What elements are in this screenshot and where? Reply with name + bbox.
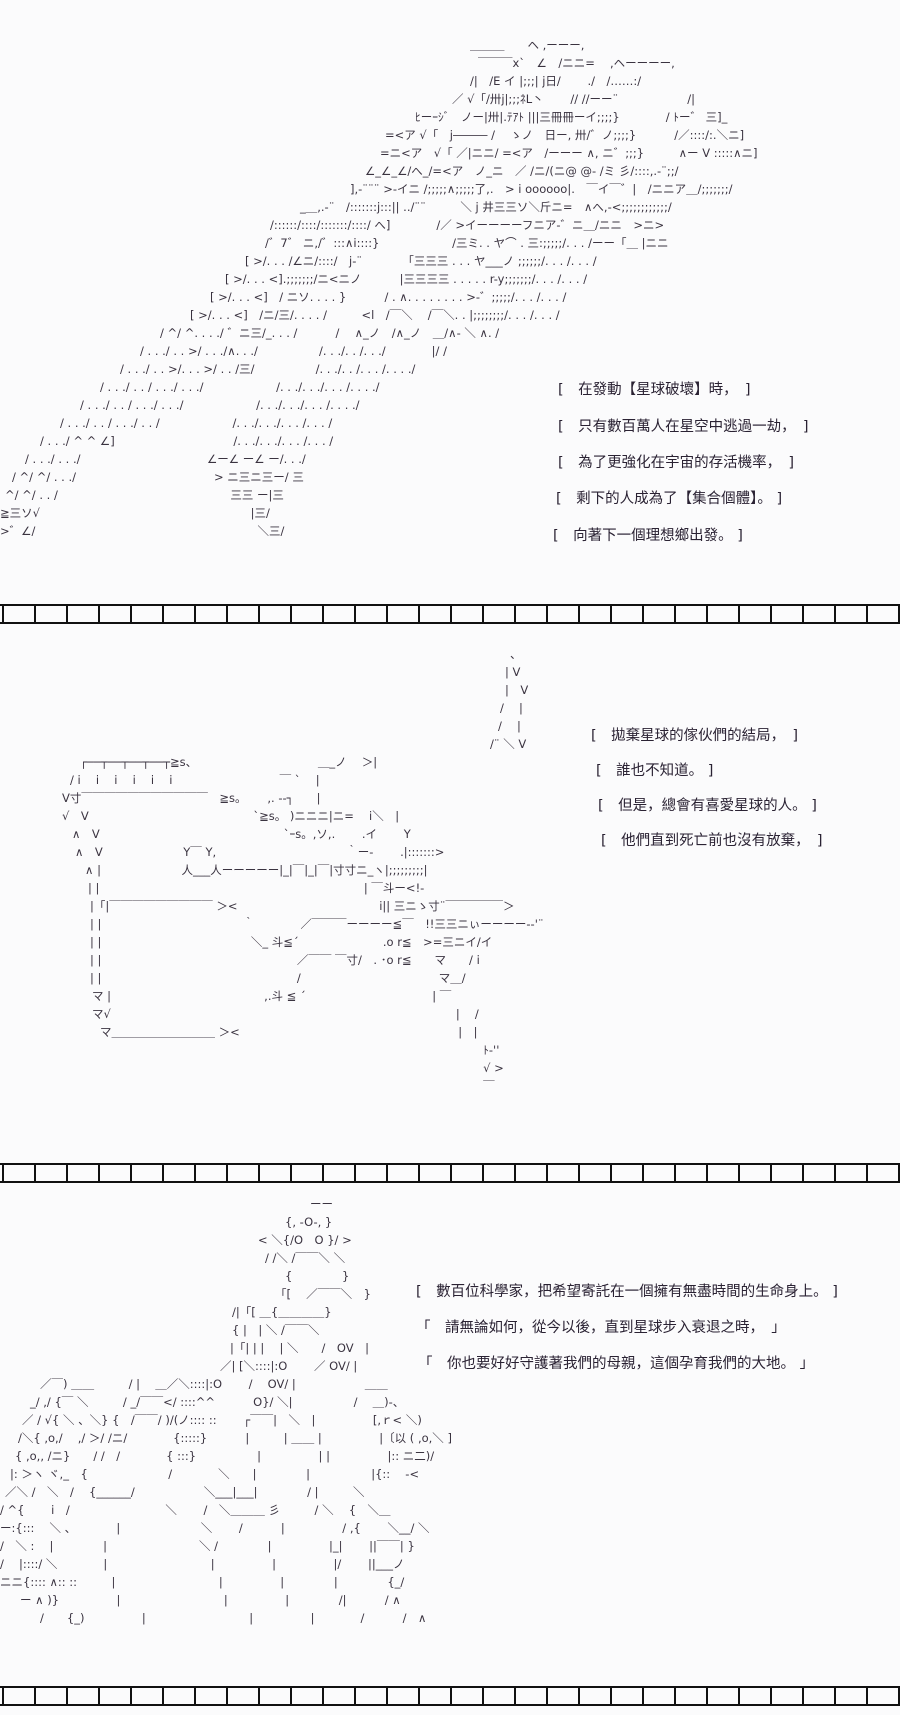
ascii-art-line: |「|￣￣￣￣￣￣￣￣￣ ＞< i|| 三ニゝ寸¨￣￣￣￣￣＞ [90,899,515,913]
ascii-art-line: ﾋーｰｼﾞ ノー|卅|.ﾃｱﾄ |||三冊冊ーイ;;;;} / ﾄー゛ 三]_ [415,110,728,124]
ascii-art-line: /| /E イ |;;;| j日/ ./ /……:/ [470,74,642,88]
caption-line: [ 拋棄星球的傢伙們的結局， ] [591,728,799,744]
ascii-art-line: / ^/ ^/ . . ./ > ニ三ニ三ー/ 三 [12,470,304,484]
ascii-art-line: ／￣) ＿＿ / | ＿／＼::::|:O / OV/ | ＿＿ [40,1377,388,1391]
ascii-art-line: / . . ./ . . / . . ./ . . / /. . ./. . .… [60,416,333,430]
ascii-art-line: / . . ./ . . >/. . . >/ . . /三/ /. . ./.… [120,362,416,376]
ascii-art-line: { | | ＼ /￣￣＼ [232,1323,320,1337]
panel-2: 、 | V | V / | / | /¨ ＼ V ┌──┬──┬──┬──┬≧s、 ＿_ノ … [0,625,900,1165]
ascii-art-line: マ√ | / [92,1007,479,1021]
ascii-art-line: / . . ./ . . / . . ./ . . ./ /. . ./. . … [100,380,380,394]
ascii-art-line: |「| | | | ＼ / OV | [230,1341,369,1355]
ascii-art-line: ┌──┬──┬──┬──┬≧s、 ＿_ノ ＞| [80,755,378,769]
caption-line: [ 向著下一個理想鄉出發。 ] [553,528,743,544]
ascii-art-line: | | ｀ ／￣￣￣ーーーー≦￣ !!三三ニぃーーーー‐‐'¨ [90,917,544,931]
ascii-art-line: /|「[ ＿{＿＿＿＿} [232,1305,332,1319]
ascii-art-line: / . . ./ ^ ^ ∠] /. . ./. . ./. . . /. . … [40,434,334,448]
ascii-art-line: / . . ./ . . ./ ∠ー∠ ー∠ ー/. . ./ [25,452,306,466]
caption-line: [ 數百位科學家，把希望寄託在一個擁有無盡時間的生命身上。 ] [416,1284,838,1300]
ascii-art-line: /¨ ＼ V [490,737,527,751]
ascii-art-line: { } [285,1269,350,1283]
ascii-art-line: ニニ{:::: ∧:: :: | | | | {_/ [0,1575,405,1589]
ascii-art-line: | | ＼_ 斗≦´ .o r≦ >=三ニイ/イ [90,935,493,949]
caption-line: [ 剩下的人成為了【集合個體】。 ] [556,491,783,507]
ascii-art-line: / . . ./ . . / . . ./ . . ./ /. . ./. . … [80,398,360,412]
ascii-art-line: ／ √「/卅j|;;;ﾈL丶 // //ーー¨ /| [452,92,696,106]
ascii-art-line: /＼{ ,o,/ ,/ ＞/ /ニ/ {:::::} | | ＿＿ | |〔以 … [18,1431,452,1445]
ascii-art-line: 「[ ／￣￣＼ } [275,1287,371,1301]
caption-line: 「 請無論如何，從今以後，直到星球步入衰退之時， 」 [416,1320,786,1336]
ascii-art-line: / /＼ /￣￣＼ ＼ [265,1251,346,1265]
ascii-art-line: >゛∠/ ＼三/ [0,524,285,538]
ascii-art-line: | | | ￣斗ー<!- [88,881,425,895]
ascii-art-line: ／ / √{ ＼ 、＼} { /￣￣/ )/(ノ:::: :: ┌￣￣| ＼ |… [22,1413,422,1427]
ascii-art-line: < ＼{/O O }/ > [258,1233,352,1247]
ascii-art-line: [ >/. . . <] / ニソ. . . . } / . ∧. . . . … [210,290,567,304]
ascii-art-line: √ V `≧s。 )ニニニ|ニ= i＼ | [62,809,400,823]
caption-line: [ 只有數百萬人在星空中逃過一劫， ] [558,419,809,435]
panel-divider [0,604,900,624]
ascii-art-line: |: ＞ヽ ヾ,_ { / ＼ | | |{:: -< [10,1467,420,1481]
ascii-art-line: 、 [510,647,522,661]
ascii-art-line: =<ア √「 j――― / ゝノ 日ー, 卅/゛ノ;;;;} /／::::/:.… [385,128,745,142]
ascii-art-line: マ＿＿＿＿＿＿＿＿＿ ＞< | | [100,1025,478,1039]
ascii-art-line: ≧三ソ√ |三/ [0,506,270,520]
caption-line: [ 為了更強化在宇宙的存活機率， ] [558,455,795,471]
ascii-art-line: [ >/. . . <].;;;;;;;/ニ<ニノ |三三三三 . . . . … [225,272,588,286]
ascii-art-line: =ニ<ア √「 ／|ニニ/ =<ア /ーーー ∧, ニ゛;;;} ∧ー V ::… [380,146,758,160]
ascii-art-line: / ^{ i / ＼ / ＼＿＿＿ 彡 / ＼ { ＼＿ [0,1503,391,1517]
ascii-art-line: / ＼ : | | ＼ / | |_| ||￣￣| } [0,1539,415,1553]
ascii-art-line: / | [498,719,521,733]
ascii-art-line: ／| [＼::::|:O ／ OV/ | [220,1359,358,1373]
caption-line: [ 誰也不知道。 ] [596,763,714,779]
ascii-art-line: {, -O-, } [285,1215,333,1229]
ascii-art-line: ー ∧ )} | | | /| / ∧ [20,1593,401,1607]
ascii-art-line: / i i i i i i ￣ ` | [70,773,320,787]
ascii-art-line: ￣ [100,1079,495,1093]
ascii-art-line: ￣￣￣x` ∠ /ニニ= ,ヘーーーー, [478,56,675,70]
ascii-art-line: ∠_∠_∠/へ_/=<ア ノ_ニ ／ /ニ/(ニ@ @- /ミ 彡/::::,.… [365,164,679,178]
ascii-art-line: ∧ | 人___人ーーーーー|_|￣|_|￣|寸寸ニ_ヽ|;;;;;;;;;| [85,863,428,877]
ascii-art-line: /::::::/::::/:::::::/::::/ へ] /／ >イーーーーフ… [270,218,665,232]
caption-line: [ 但是，總會有喜愛星球的人。 ] [598,798,817,814]
caption-line: [ 他們直到死亡前也沒有放棄， ] [601,833,823,849]
ascii-art-line: ーー [310,1197,333,1211]
ascii-art-line: /゛7゛ ニ,/゛:::∧i::::} /三ミ. . ヤ⌒ . 三:;;;;;/… [265,236,669,250]
ascii-art-line: [ >/. . . /∠ニ/::::/ j-¨ 「三三三 . . . ヤ___ノ… [245,254,597,268]
ascii-art-line: | | ／￣￣ ￣寸/ . ･o r≦ マ / i [90,953,480,967]
panel-1: ＿＿＿ ヘ ,ーーー, ￣￣￣x` ∠ /ニニ= ,ヘーーーー, /| /E イ |… [0,0,900,605]
ascii-art-line: _/ ,/ {￣ ＼ / _/￣￣</ ::::^^ O}/ ＼| / ＿)-、 [30,1395,405,1409]
ascii-art-line: | V [505,683,529,697]
ascii-art-line: / {_) | | | / / ∧ [40,1611,427,1625]
ascii-art-line: / |::::/ ＼ | | | |/ ||___ノ [0,1557,405,1571]
ascii-art-line: ∧ V Y￣ Y, ｀ー- .|:::::::> [75,845,445,859]
ascii-art-line: ー:{::: ＼ 、 | ＼ / | / ,{ ＼__/ ＼ [0,1521,430,1535]
ascii-art-line: マ | ,.斗 ≦ ´ | ￣ [92,989,452,1003]
ascii-art-line: _＿,.-¨ /:::::::j:::|| ../¨¨ ＼ j 井三三ソ＼斤ニ=… [300,200,672,214]
ascii-art-line: √ > [100,1061,504,1075]
caption-line: [ 在發動【星球破壞】時， ] [558,382,751,398]
ascii-art-line: { ,o,, /ニ} / / / { :::} | | | |:: ニ二)/ [15,1449,435,1463]
ascii-art-line: | | / マ＿/ [90,971,466,985]
ascii-art-line: ／＼ / ＼ / {______/ ＼___|___| / | ＼ [5,1485,365,1499]
ascii-art-line: / ^/ ^. . . ./ ゛ニ三/_. . . / / ∧_ノ /∧_ノ ＿… [160,326,500,340]
ascii-art-line: ﾄ-'' [100,1043,500,1057]
ascii-art-line: / . . ./ . . >/ . . ./∧. . ./ /. . ./. .… [140,344,447,358]
ascii-art-line: ＿＿＿ ヘ ,ーーー, [470,38,585,52]
panel-divider [0,1686,900,1706]
ascii-art-line: | V [505,665,521,679]
panel-divider [0,1163,900,1183]
ascii-art-line: [ >/. . . <] /ニ/三/. . . . / <l /￣＼ /￣＼. … [190,308,560,322]
panel-3: ーー {, -O-, } < ＼{/O O }/ > / /＼ /￣￣＼ ＼ { } 「[… [0,1185,900,1685]
caption-line: 「 你也要好好守護著我們的母親，這個孕育我們的大地。 」 [418,1356,815,1372]
ascii-art-line: ],-¨¨¨ >-イニ /;;;;;∧;;;;;了,. > i oooooo|.… [350,182,733,196]
ascii-art-line: ∧ V `ｰs。,ソ,. .イ Y [72,827,411,841]
ascii-art-line: / | [500,701,523,715]
ascii-art-line: V寸￣￣￣￣￣￣￣￣￣￣￣ ≧s。 ,. -‐┐ | [62,791,321,805]
ascii-art-line: ^/ ^/ . . / 三三 ー|三 [5,488,284,502]
